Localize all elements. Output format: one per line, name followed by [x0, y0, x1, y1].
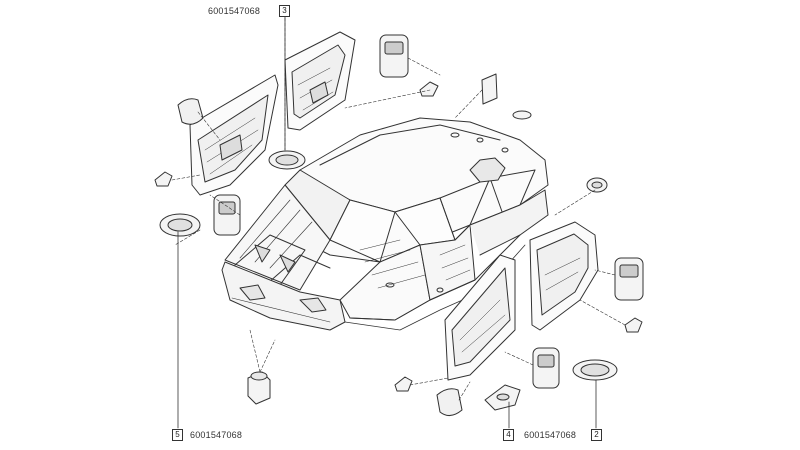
part-number-bottom-right: 6001547068 — [524, 430, 577, 440]
sound-insulation-pad-bottom — [532, 347, 560, 389]
car-body-shell — [221, 117, 549, 331]
clip-right — [624, 317, 643, 333]
callout-3: 3 — [279, 5, 290, 17]
sound-insulation-pad-right — [614, 257, 644, 301]
foam-block-top-left — [177, 98, 204, 125]
clip-bottom-left — [394, 376, 413, 392]
clip-left — [154, 171, 173, 187]
front-left-door — [189, 74, 279, 196]
foam-block-bottom — [436, 388, 463, 416]
round-grommet-right — [586, 177, 608, 193]
clip-top — [419, 81, 439, 97]
part-number-top: 6001547068 — [208, 6, 261, 16]
gasket-ring-top — [268, 150, 306, 170]
gasket-ring-right — [572, 359, 618, 381]
sound-insulation-pad-left — [213, 194, 241, 236]
callout-5: 5 — [172, 429, 183, 441]
gasket-bracket-bottom — [484, 384, 521, 411]
gasket-ring-left — [159, 213, 201, 237]
small-pad-top-right — [481, 73, 532, 120]
callout-2: 2 — [591, 429, 602, 441]
rear-right-door — [529, 221, 599, 331]
callout-leader-lines — [177, 14, 597, 429]
part-number-bottom-left: 6001547068 — [190, 430, 243, 440]
front-right-door — [444, 254, 516, 381]
rear-left-door — [284, 31, 356, 131]
callout-4: 4 — [503, 429, 514, 441]
bump-stop-bottom — [247, 371, 271, 405]
sound-insulation-pad-top — [379, 34, 409, 78]
